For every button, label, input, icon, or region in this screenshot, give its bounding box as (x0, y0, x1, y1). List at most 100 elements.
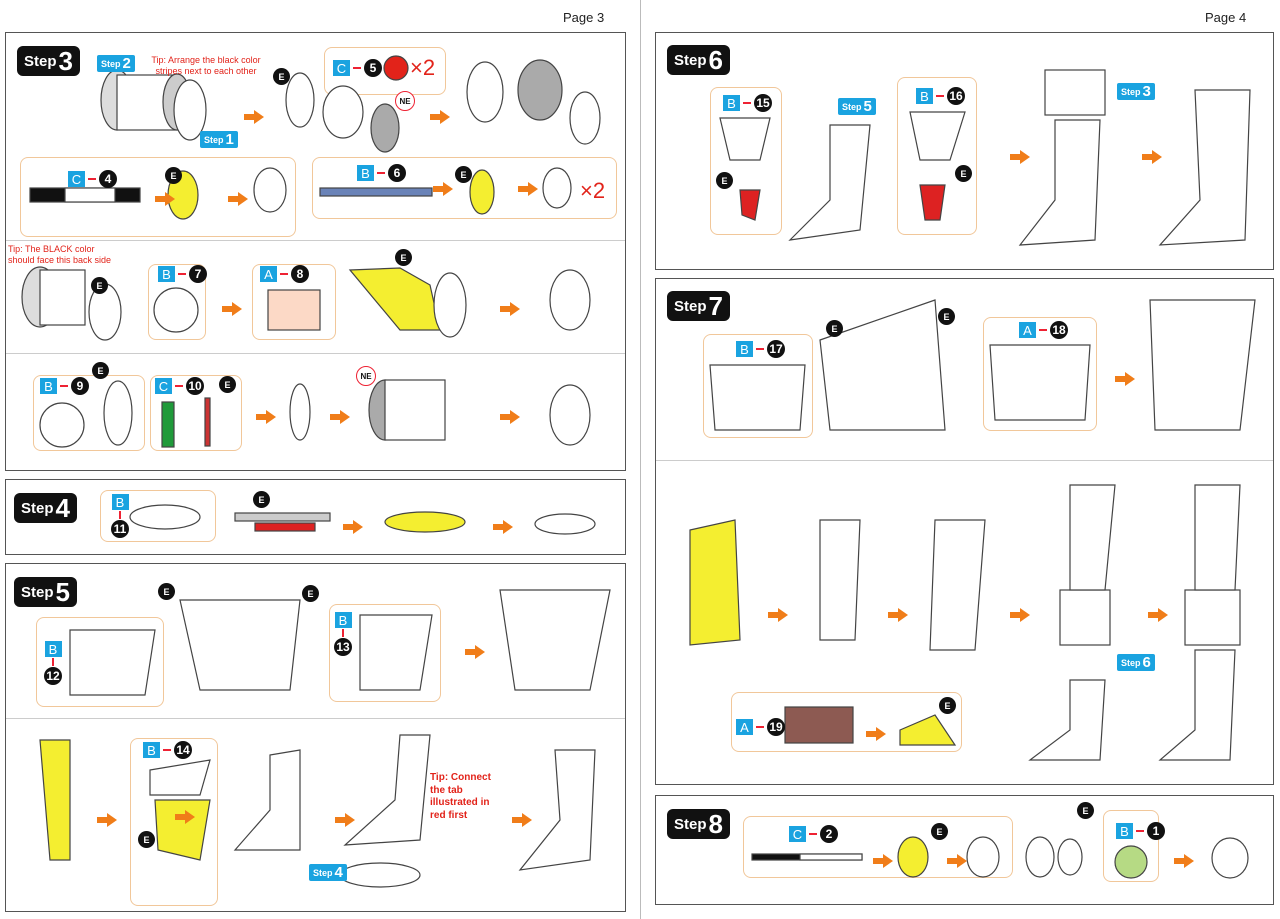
part-callout: B 14 (143, 741, 192, 759)
tip-stripes: Tip: Arrange the black color stripes nex… (151, 55, 261, 77)
dash (119, 511, 121, 519)
e-marker: E (931, 823, 948, 840)
step-arrow-icon (430, 110, 450, 124)
e-marker: E (938, 308, 955, 325)
sheet-letter: A (736, 719, 753, 735)
sheet-letter: B (723, 95, 740, 111)
step-arrow-icon (500, 302, 520, 316)
page-divider (640, 0, 641, 919)
step-arrow-icon (433, 182, 453, 196)
part-number: 13 (334, 638, 352, 656)
part-number: 7 (189, 265, 207, 283)
sheet-letter: B (916, 88, 933, 104)
ne-marker: NE (395, 91, 415, 111)
inset (710, 87, 782, 235)
dash (1136, 830, 1144, 832)
step-arrow-icon (335, 813, 355, 827)
part-number: 17 (767, 340, 785, 358)
step-arrow-icon (1010, 150, 1030, 164)
part-callout: B 16 (916, 87, 965, 105)
e-marker: E (1077, 802, 1094, 819)
step-arrow-icon (888, 608, 908, 622)
part-number: 16 (947, 87, 965, 105)
e-marker: E (716, 172, 733, 189)
e-marker: E (273, 68, 290, 85)
e-marker: E (455, 166, 472, 183)
e-marker: E (395, 249, 412, 266)
step-arrow-icon (175, 810, 195, 824)
e-marker: E (219, 376, 236, 393)
dash (280, 273, 288, 275)
dash (178, 273, 186, 275)
inset (1103, 810, 1159, 882)
e-marker: E (158, 583, 175, 600)
sheet-letter: A (260, 266, 277, 282)
step-arrow-icon (1148, 608, 1168, 622)
part-number: 15 (754, 94, 772, 112)
e-marker: E (165, 167, 182, 184)
part-number: 9 (71, 377, 89, 395)
e-marker: E (91, 277, 108, 294)
step-arrow-icon (500, 410, 520, 424)
part-number: 19 (767, 718, 785, 736)
step-arrow-icon (222, 302, 242, 316)
sheet-letter: B (143, 742, 160, 758)
step-arrow-icon (155, 192, 175, 206)
sheet-letter: C (789, 826, 806, 842)
step-arrow-icon (97, 813, 117, 827)
divider (656, 460, 1273, 461)
divider (6, 240, 625, 241)
step-arrow-icon (1010, 608, 1030, 622)
dash (342, 629, 344, 637)
dash (756, 726, 764, 728)
dash (809, 833, 817, 835)
sheet-letter: C (155, 378, 172, 394)
step-arrow-icon (866, 727, 886, 741)
part-number: 8 (291, 265, 309, 283)
dash (88, 178, 96, 180)
e-marker: E (138, 831, 155, 848)
tip-black-back: Tip: The BLACK color should face this ba… (8, 244, 112, 266)
step-arrow-icon (1115, 372, 1135, 386)
sheet-letter: C (333, 60, 350, 76)
dash (175, 385, 183, 387)
dash (60, 385, 68, 387)
dash (52, 658, 54, 666)
dash (936, 95, 944, 97)
step-arrow-icon (228, 192, 248, 206)
dash (756, 348, 764, 350)
e-marker: E (92, 362, 109, 379)
part-number: 18 (1050, 321, 1068, 339)
part-number: 14 (174, 741, 192, 759)
step-arrow-icon (1142, 150, 1162, 164)
dash (377, 172, 385, 174)
ne-marker: NE (356, 366, 376, 386)
quantity-multiplier: ×2 (410, 55, 436, 80)
step-arrow-icon (768, 608, 788, 622)
step-arrow-icon (1174, 854, 1194, 868)
step-arrow-icon (873, 854, 893, 868)
step-arrow-icon (512, 813, 532, 827)
step-arrow-icon (518, 182, 538, 196)
part-callout: A 18 (1019, 321, 1068, 339)
sheet-letter: B (1116, 823, 1133, 839)
step-arrow-icon (244, 110, 264, 124)
part-callout: A 19 (736, 718, 785, 736)
page-number-right: Page 4 (1205, 10, 1247, 25)
sheet-letter: A (1019, 322, 1036, 338)
